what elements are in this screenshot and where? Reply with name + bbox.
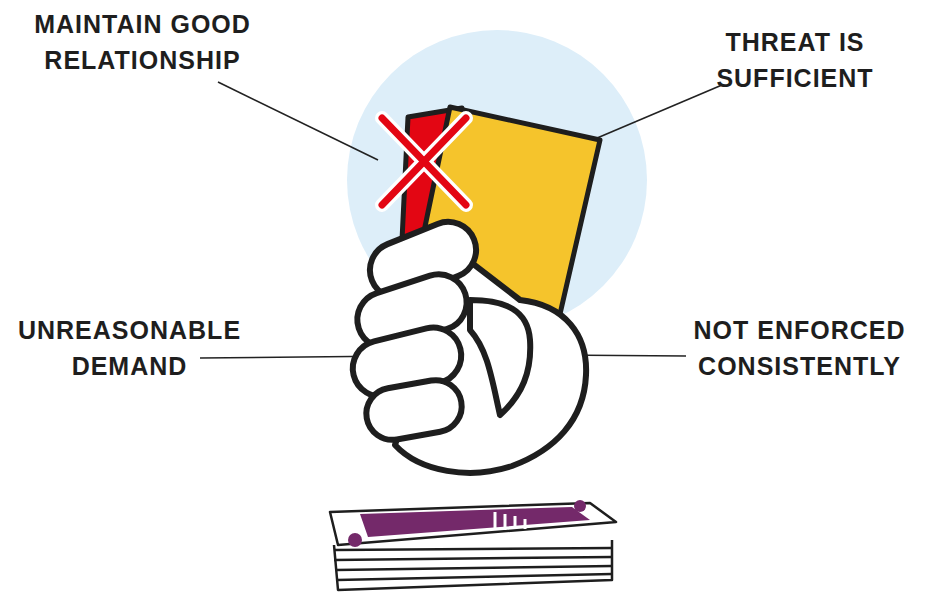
fist [347,213,586,472]
callout-label: MAINTAIN GOOD RELATIONSHIP [5,6,280,78]
callout-label: THREAT IS SUFFICIENT [695,24,895,96]
cross-mark [382,118,466,205]
callout-label: UNREASONABLE DEMAND [2,312,257,384]
callout-label: NOT ENFORCED CONSISTENTLY [672,312,927,384]
money-stack [330,500,616,590]
leader-lines [200,82,722,358]
leader-line [218,82,378,160]
